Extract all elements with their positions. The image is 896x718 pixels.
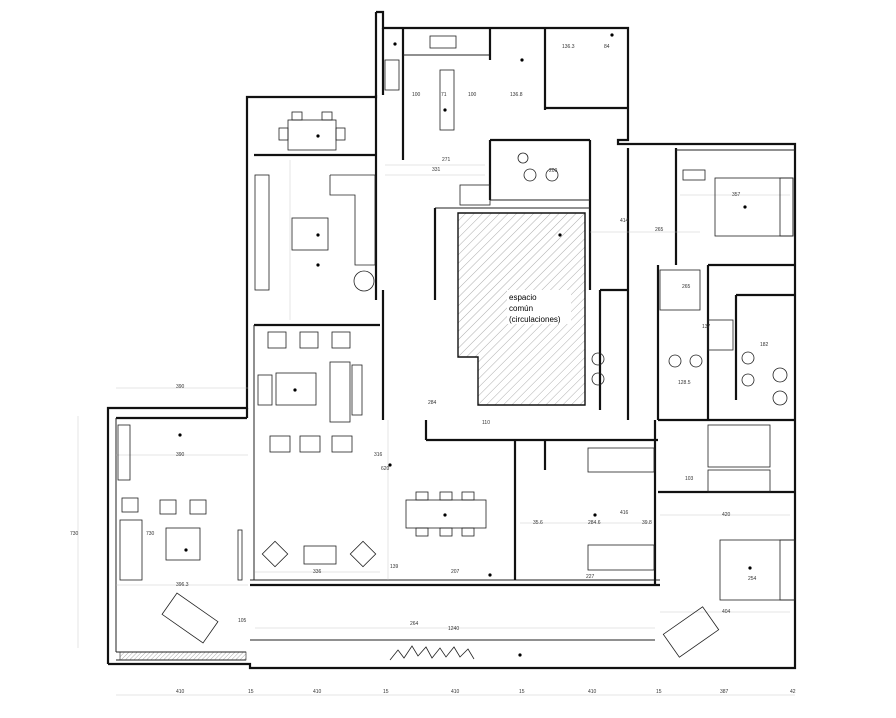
common-area: espacio común (circulaciones) bbox=[457, 212, 586, 406]
dim-bottom-3: 410 bbox=[313, 689, 322, 695]
dim-bath-a: 265 bbox=[682, 284, 691, 290]
dim-room1-b: 265 bbox=[655, 227, 664, 233]
dim-bottom-8: 15 bbox=[656, 689, 662, 695]
dim-living-d: 105 bbox=[238, 618, 247, 624]
dim-room2-b: 404 bbox=[722, 609, 731, 615]
exterior-walls bbox=[106, 10, 797, 670]
dim-living-width: 390 bbox=[176, 384, 185, 390]
dim-bath-e: 182 bbox=[760, 342, 769, 348]
dim-corridor-a: 284 bbox=[428, 400, 437, 406]
dim-living-b: 396.3 bbox=[176, 582, 189, 588]
dim-bottom-5: 410 bbox=[451, 689, 460, 695]
dim-bottom-9: 387 bbox=[720, 689, 729, 695]
dim-left-vertical: 730 bbox=[70, 531, 79, 537]
dim-bottom-2: 15 bbox=[248, 689, 254, 695]
dim-corridor-c: 316 bbox=[374, 452, 383, 458]
dim-room2-c: 254 bbox=[748, 576, 757, 582]
dim-bath-c: 103 bbox=[685, 476, 694, 482]
dim-center-c: 39.8 bbox=[642, 520, 652, 526]
electrical-points bbox=[178, 33, 752, 657]
dim-bottom-7: 410 bbox=[588, 689, 597, 695]
dim-dining-c: 207 bbox=[451, 569, 460, 575]
common-area-label-1: espacio bbox=[509, 293, 537, 302]
dim-dining-b: 139 bbox=[390, 564, 399, 570]
dim-center-e: 227 bbox=[586, 574, 595, 580]
dim-terrace-width: 1240 bbox=[448, 626, 459, 632]
common-area-label-3: (circulaciones) bbox=[509, 315, 561, 324]
furniture bbox=[117, 35, 796, 661]
dimension-labels: 390 390 396.3 730 105 730 1240 264 100 7… bbox=[70, 44, 796, 695]
dim-kitchen-a: 100 bbox=[412, 92, 421, 98]
dim-corridor-d: 620 bbox=[381, 466, 390, 472]
dim-bath-b: 137 bbox=[702, 324, 711, 330]
dim-room2-a: 420 bbox=[722, 512, 731, 518]
dim-bottom-1: 410 bbox=[176, 689, 185, 695]
dim-kitchen-d: 136.8 bbox=[510, 92, 523, 98]
dim-center-b: 284.6 bbox=[588, 520, 601, 526]
dim-living-c: 730 bbox=[146, 531, 155, 537]
dim-kitchen-e: 136.3 bbox=[562, 44, 575, 50]
dim-kitchen-c: 100 bbox=[468, 92, 477, 98]
dim-kitchen-b: 71 bbox=[441, 92, 447, 98]
dim-bottom-10: 42 bbox=[790, 689, 796, 695]
dim-living-width-2: 390 bbox=[176, 452, 185, 458]
dim-kitchen-h: 331 bbox=[432, 167, 441, 173]
dim-dining-a: 336 bbox=[313, 569, 322, 575]
dim-bottom-6: 15 bbox=[519, 689, 525, 695]
interior-walls bbox=[115, 28, 795, 652]
dim-kitchen-f: 84 bbox=[604, 44, 610, 50]
dimension-guides bbox=[77, 160, 795, 696]
common-area-label-2: común bbox=[509, 304, 533, 313]
dim-room1-a: 357 bbox=[732, 192, 741, 198]
dim-kitchen-i: 200 bbox=[549, 168, 558, 174]
dim-terrace-h: 264 bbox=[410, 621, 419, 627]
dim-center-a: 35.6 bbox=[533, 520, 543, 526]
dim-center-d: 416 bbox=[620, 510, 629, 516]
dim-room1-c: 414 bbox=[620, 218, 629, 224]
dim-kitchen-g: 271 bbox=[442, 157, 451, 163]
dim-corridor-b: 110 bbox=[482, 420, 490, 426]
dim-bottom-4: 15 bbox=[383, 689, 389, 695]
dim-bath-d: 128.5 bbox=[678, 380, 691, 386]
